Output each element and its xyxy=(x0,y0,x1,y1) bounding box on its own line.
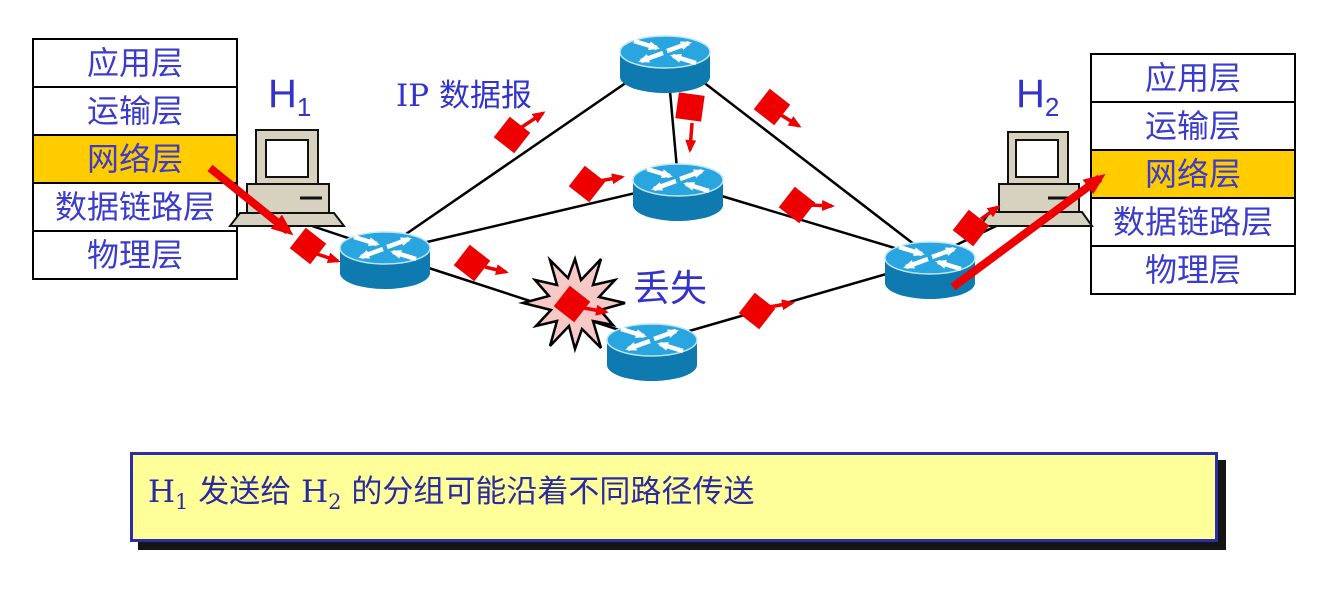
packet-middle-to-right xyxy=(778,186,816,224)
layer-transport: 运输层 xyxy=(34,88,236,136)
router-bottom xyxy=(607,324,697,381)
packet-top-to-right xyxy=(753,88,791,126)
host2-label: H2 xyxy=(1016,72,1060,122)
keyboard-base xyxy=(227,212,347,227)
layer-network-highlighted: 网络层 xyxy=(34,136,236,184)
caption-box: H1 发送给 H2 的分组可能沿着不同路径传送 xyxy=(130,452,1218,542)
host1-subscript: 1 xyxy=(296,92,312,122)
layer-transport: 运输层 xyxy=(1092,103,1294,151)
protocol-stack-h1: 应用层 运输层 网络层 数据链路层 物理层 xyxy=(32,38,238,280)
layer-physical: 物理层 xyxy=(86,236,183,274)
link-top-right xyxy=(671,57,929,256)
layer-application: 应用层 xyxy=(34,40,236,88)
protocol-stack-h2: 应用层 运输层 网络层 数据链路层 物理层 xyxy=(1090,53,1296,295)
router-right xyxy=(885,242,975,299)
packet-ip-datagram xyxy=(493,116,531,154)
layer-network-highlighted: 网络层 xyxy=(1092,151,1294,199)
host1-computer-icon xyxy=(227,129,347,227)
arrow-up-h2-stack xyxy=(950,173,1106,291)
arrow-down-h1-stack xyxy=(207,164,294,236)
packet-near-h1 xyxy=(289,227,327,265)
packet-left-lower-path xyxy=(453,244,491,282)
router-middle xyxy=(633,164,723,221)
link-left-middle xyxy=(392,181,679,252)
layer-datalink: 数据链路层 xyxy=(34,184,236,232)
packet-lost-label: 丢失 xyxy=(633,267,707,310)
layer-application: 应用层 xyxy=(1092,55,1294,103)
screen xyxy=(265,139,309,178)
router-top xyxy=(620,36,710,93)
link-middle-right xyxy=(684,183,929,260)
host2-computer-icon xyxy=(978,131,1094,227)
host2-subscript: 2 xyxy=(1044,92,1060,122)
packet-top-to-middle xyxy=(675,92,705,122)
link-left-top xyxy=(389,56,663,247)
layer-datalink: 数据链路层 xyxy=(1092,199,1294,247)
ip-datagram-label: IP 数据报 xyxy=(396,78,532,114)
router-left xyxy=(340,232,430,289)
layer-physical: 物理层 xyxy=(1144,251,1241,289)
packets-in-flight xyxy=(289,88,1001,330)
packet-bottom-to-right xyxy=(738,292,776,330)
host1-label: H1 xyxy=(268,72,312,122)
packet-left-to-middle xyxy=(568,165,606,203)
screen xyxy=(1015,139,1059,178)
link-left-bottom xyxy=(397,256,651,342)
caption-text: H1 发送给 H2 的分组可能沿着不同路径传送 xyxy=(148,474,755,515)
